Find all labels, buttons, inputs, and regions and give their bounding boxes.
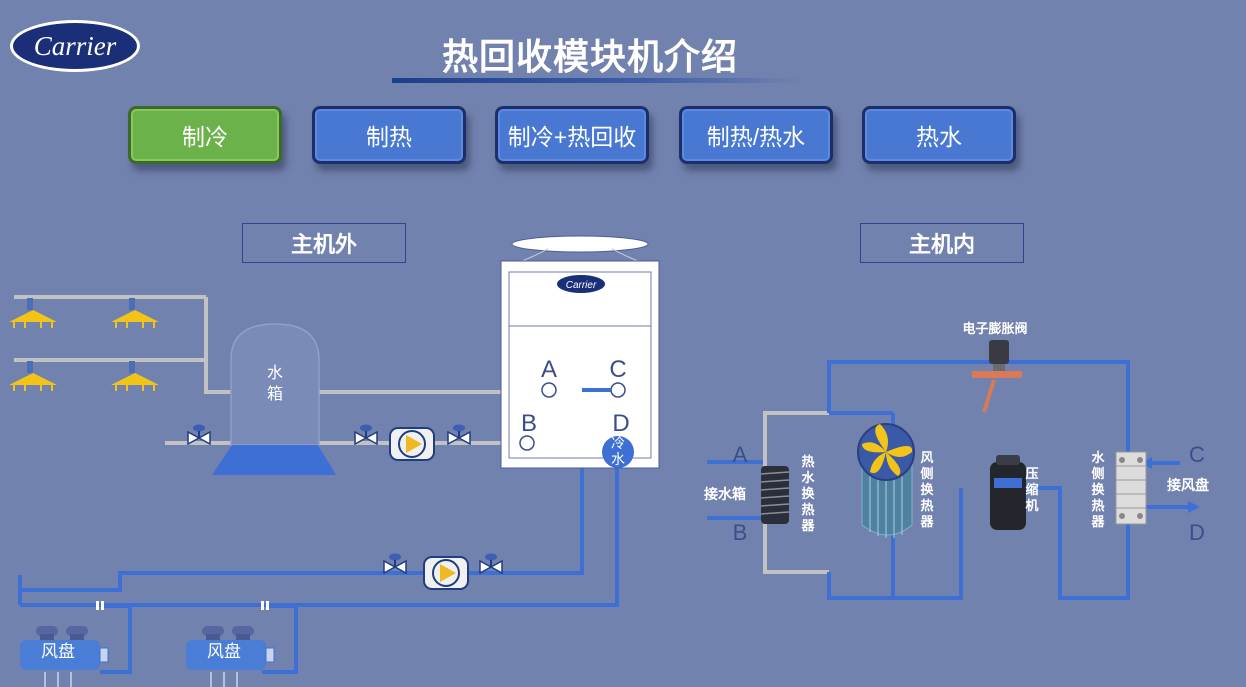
port-c-label: C <box>609 356 626 383</box>
main-unit-icon <box>500 235 660 469</box>
water-tank-icon <box>212 323 336 475</box>
cold-water-label-2: 水 <box>611 451 625 467</box>
port-a <box>541 382 557 398</box>
water-hx-icon <box>1115 451 1147 525</box>
sprinkler-icon <box>8 361 58 391</box>
airflow-icon <box>44 672 238 687</box>
tank-piping <box>14 295 523 445</box>
port-d-label: D <box>612 410 629 437</box>
outdoor-section-label: 主机外 <box>242 223 406 263</box>
inner-port-d-label: D <box>1189 520 1205 545</box>
pump-icon[interactable] <box>423 556 469 590</box>
air-hx-icon <box>857 423 915 538</box>
compressor-label: 压缩机 <box>1025 466 1038 513</box>
valve-icon[interactable] <box>479 553 503 574</box>
hot-water-hx-label: 热水换热器 <box>800 454 815 533</box>
sprinkler-icon <box>8 298 58 328</box>
inner-port-c-label: C <box>1189 442 1205 467</box>
unit-logo: Carrier <box>566 280 597 291</box>
hot-water-hx-icon <box>760 466 790 524</box>
tab-heating[interactable]: 制热 <box>312 106 466 164</box>
tab-cooling-heat-recovery[interactable]: 制冷+热回收 <box>495 106 649 164</box>
tank-label-2: 箱 <box>267 385 283 403</box>
title-underline <box>392 78 802 83</box>
water-hx-label: 水侧换热器 <box>1090 450 1105 529</box>
fan-coil-label: 风盘 <box>41 642 75 661</box>
tank-label-1: 水 <box>267 364 283 382</box>
page-title: 热回收模块机介绍 <box>441 36 738 77</box>
compressor-icon <box>990 455 1026 530</box>
valve-icon[interactable] <box>383 553 407 574</box>
air-hx-label: 风侧换热器 <box>919 450 934 529</box>
cold-water-label-1: 冷 <box>611 435 625 451</box>
cold-water-port <box>602 436 634 468</box>
port-c <box>610 382 626 398</box>
port-b-label: B <box>521 410 537 437</box>
fan-coil-label: 风盘 <box>207 642 241 661</box>
inner-port-a-label: A <box>733 442 748 467</box>
sprinkler-icon <box>110 298 160 328</box>
pump-icon[interactable] <box>389 427 435 461</box>
carrier-logo: Carrier <box>10 20 140 72</box>
port-b <box>519 435 535 451</box>
tab-cooling[interactable]: 制冷 <box>128 106 282 164</box>
to-tank-label: 接水箱 <box>704 486 746 502</box>
expansion-valve-icon <box>972 340 1022 413</box>
tab-hot-water[interactable]: 热水 <box>862 106 1016 164</box>
indoor-section-label: 主机内 <box>860 223 1024 263</box>
chilled-water-piping <box>18 391 619 674</box>
to-fan-coil-label: 接风盘 <box>1167 477 1209 493</box>
port-a-label: A <box>541 356 557 383</box>
expansion-valve-label: 电子膨胀阀 <box>962 321 1027 336</box>
inner-port-b-label: B <box>733 520 748 545</box>
sprinkler-icon <box>110 361 160 391</box>
tab-heating-hot-water[interactable]: 制热/热水 <box>679 106 833 164</box>
